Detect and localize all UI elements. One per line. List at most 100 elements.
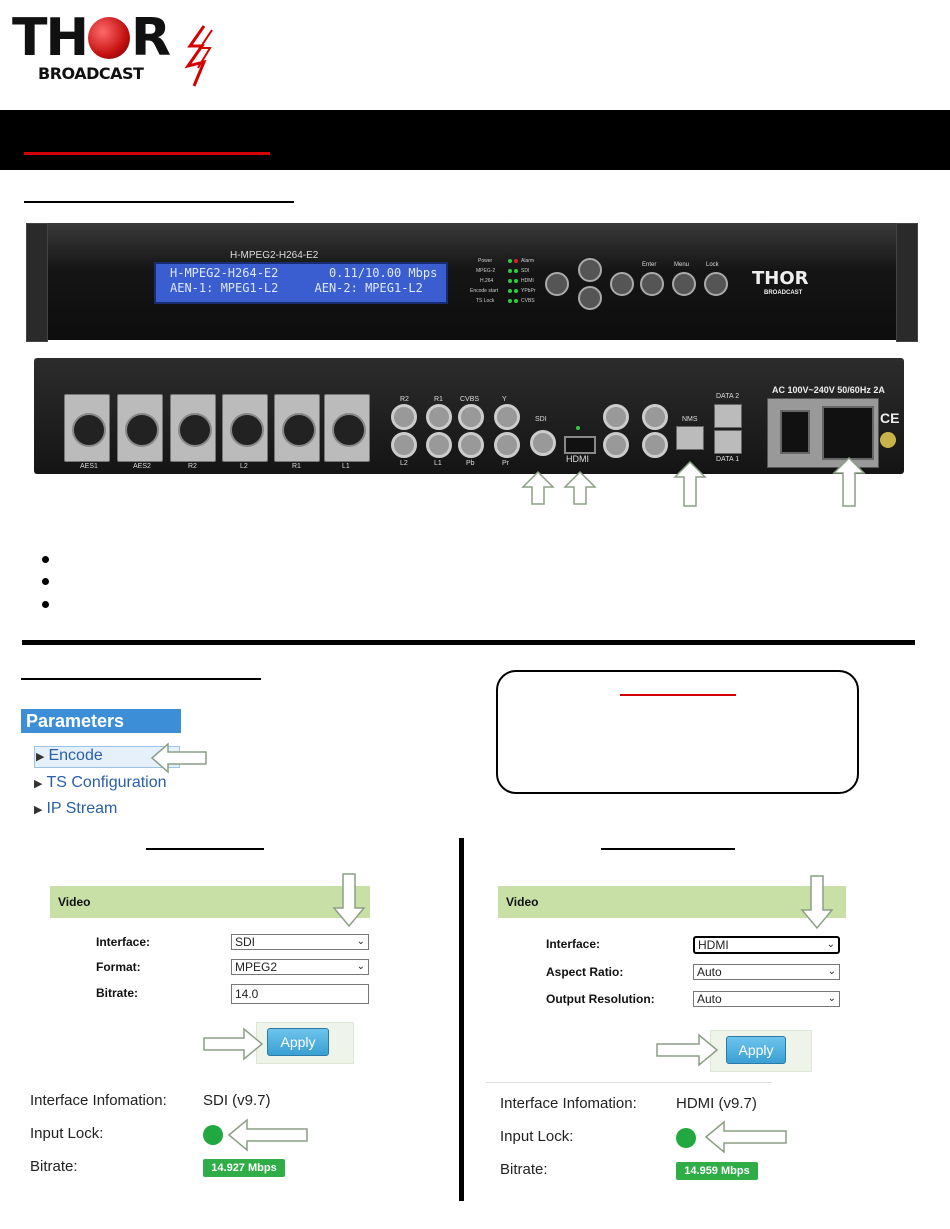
menu-item-ts-configuration[interactable]: ▶TS Configuration <box>34 774 167 792</box>
lock-button <box>704 272 728 296</box>
menu-item-ip-stream[interactable]: ▶IP Stream <box>34 800 117 818</box>
led-label: SDI <box>521 268 530 274</box>
data2-label: DATA 2 <box>716 393 740 400</box>
bnc-label: Pb <box>466 460 475 467</box>
xlr-connector <box>324 394 370 462</box>
led-indicator <box>508 269 512 273</box>
left-arrow-button <box>545 272 569 296</box>
bnc-connector <box>391 404 417 430</box>
section-underline <box>24 201 294 203</box>
interface-information-label: Interface Infomation: <box>30 1092 167 1109</box>
triangle-right-icon: ▶ <box>36 751 45 763</box>
bullet-point <box>42 556 49 563</box>
bitrate-input[interactable]: 14.0 <box>231 984 369 1004</box>
front-brand-logo: THOR <box>752 268 809 289</box>
section-underline <box>21 678 261 680</box>
rack-ear-right <box>896 223 918 342</box>
output-resolution-select[interactable]: Auto⌄ <box>693 991 840 1007</box>
left-column-underline <box>146 848 264 850</box>
led-label: Alarm <box>521 258 535 264</box>
bnc-connector <box>391 432 417 458</box>
lcd-line-2: AEN-1: MPEG1-L2 AEN-2: MPEG1-L2 <box>170 281 423 295</box>
right-arrow-button <box>610 272 634 296</box>
info-divider <box>486 1082 772 1083</box>
globe-icon <box>88 17 130 59</box>
lcd-display <box>154 262 448 304</box>
format-label: Format: <box>96 960 141 974</box>
enter-button <box>640 272 664 296</box>
up-arrow-icon <box>563 470 597 506</box>
hdmi-label: HDMI <box>566 454 589 464</box>
output-resolution-label: Output Resolution: <box>546 992 655 1006</box>
led-label: Power <box>478 258 493 264</box>
left-arrow-icon <box>227 1118 309 1152</box>
menu-item-label: IP Stream <box>46 800 118 817</box>
down-arrow-button <box>578 286 602 310</box>
lock-button-label: Lock <box>706 262 719 268</box>
nms-label: NMS <box>682 416 698 423</box>
bnc-connector <box>426 404 452 430</box>
input-lock-label: Input Lock: <box>30 1125 104 1142</box>
led-label: YPbPr <box>521 288 536 294</box>
xlr-connector <box>170 394 216 462</box>
enter-button-label: Enter <box>642 262 657 268</box>
apply-button[interactable]: Apply <box>267 1028 329 1056</box>
nms-ethernet-port <box>676 426 704 450</box>
bnc-connector <box>642 432 668 458</box>
bnc-label: CVBS <box>460 396 480 403</box>
lcd-line-1: H-MPEG2-H264-E2 0.11/10.00 Mbps <box>170 266 438 280</box>
xlr-connector <box>222 394 268 462</box>
apply-button[interactable]: Apply <box>726 1036 786 1064</box>
led-label: TS Lock <box>476 298 495 304</box>
left-arrow-icon <box>150 742 208 774</box>
bnc-connector <box>426 432 452 458</box>
xlr-connector <box>274 394 320 462</box>
down-arrow-icon <box>800 874 834 930</box>
format-select[interactable]: MPEG2⌄ <box>231 959 369 975</box>
led-indicator <box>514 289 518 293</box>
column-divider <box>459 838 464 1201</box>
sdi-label: SDI <box>535 416 547 423</box>
interface-information-label: Interface Infomation: <box>500 1095 637 1112</box>
interface-select[interactable]: SDI⌄ <box>231 934 369 950</box>
right-arrow-icon <box>655 1033 719 1067</box>
bnc-label: L2 <box>400 460 408 467</box>
interface-label: Interface: <box>546 937 601 951</box>
chevron-down-icon: ⌄ <box>827 966 836 977</box>
power-inlet <box>822 406 874 460</box>
aspect-ratio-select-value: Auto <box>697 965 722 979</box>
right-arrow-icon <box>202 1027 264 1061</box>
xlr-label: AES1 <box>80 463 98 470</box>
chevron-down-icon: ⌄ <box>827 993 836 1004</box>
bullet-point <box>42 578 49 585</box>
led-indicator <box>514 269 518 273</box>
bnc-label: Pr <box>502 460 509 467</box>
led-label: MPEG-2 <box>476 268 496 274</box>
hdmi-led <box>576 426 580 430</box>
sdi-connector <box>530 430 556 456</box>
input-lock-label: Input Lock: <box>500 1128 574 1145</box>
up-arrow-icon <box>521 470 555 506</box>
power-switch <box>780 410 810 454</box>
data1-ethernet-port <box>714 430 742 454</box>
up-arrow-icon <box>673 460 707 508</box>
led-indicator <box>508 279 512 283</box>
bnc-connector <box>603 432 629 458</box>
bnc-label: L1 <box>434 460 442 467</box>
chevron-down-icon: ⌄ <box>356 961 365 972</box>
led-label: H.264 <box>480 278 494 284</box>
triangle-right-icon: ▶ <box>34 778 43 790</box>
logo-subtitle: BROADCAST <box>38 64 144 83</box>
xlr-connector <box>117 394 163 462</box>
menu-item-encode[interactable]: ▶Encode <box>34 746 180 768</box>
header-red-underline <box>24 152 270 155</box>
led-indicator <box>508 289 512 293</box>
bnc-connector <box>642 404 668 430</box>
interface-select-value: SDI <box>235 935 256 949</box>
right-video-section-header: Video <box>498 886 846 918</box>
aspect-ratio-select[interactable]: Auto ⌄ <box>693 964 840 980</box>
power-rating-label: AC 100V~240V 50/60Hz 2A <box>772 385 885 395</box>
interface-select[interactable]: HDMI⌄ <box>693 936 840 954</box>
bnc-label: R1 <box>434 396 443 403</box>
xlr-label: AES2 <box>133 463 151 470</box>
